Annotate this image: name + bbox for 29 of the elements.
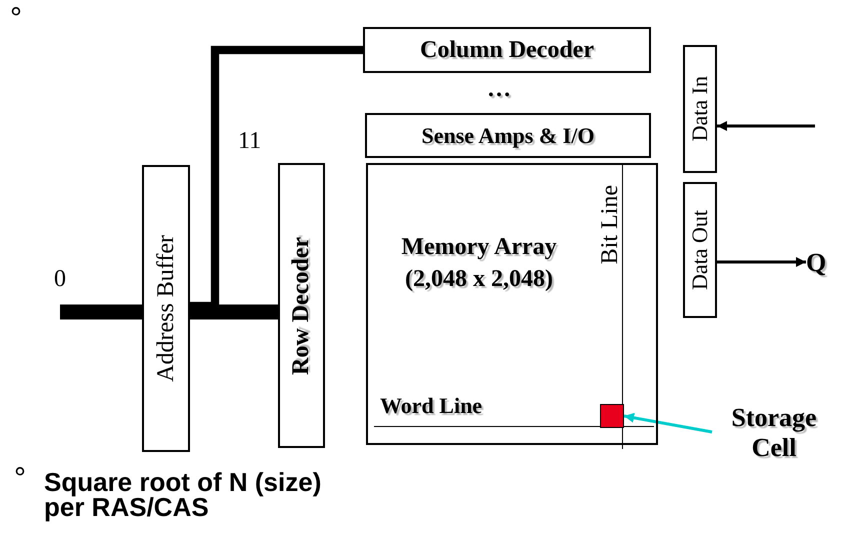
callout-text: Storage Cell: [730, 403, 818, 463]
ellipsis-mark: …: [487, 76, 511, 103]
bullet-mark: °: [14, 462, 26, 496]
line-label: Bit Line: [597, 185, 624, 264]
decoder-box: [363, 27, 651, 73]
box-label: Data In: [687, 76, 713, 142]
output-label: Q: [806, 248, 826, 278]
arrow: [717, 121, 815, 131]
note-text: Square root of N (size) per RAS/CAS: [44, 470, 322, 520]
box-label: Address Buffer: [152, 235, 180, 382]
buffer-box: [142, 165, 190, 452]
array-label: Memory Array (2,048 x 2,048): [400, 233, 558, 294]
bullet-mark: °: [10, 2, 22, 36]
box-label: Row Decoder: [288, 236, 315, 374]
arrow: [717, 257, 806, 267]
box-label: Sense Amps & I/O: [422, 122, 594, 148]
bus-label: 0: [54, 266, 66, 293]
box-label: Column Decoder: [420, 36, 594, 64]
storage-cell-square: [600, 404, 624, 428]
box-label: Data Out: [687, 210, 713, 290]
line-label: Word Line: [380, 393, 482, 419]
data-out-box: [683, 182, 717, 318]
data-in-box: [683, 45, 717, 173]
decoder-box: [278, 163, 325, 448]
bus-width-label: 11: [238, 128, 262, 155]
bus-line: [60, 304, 142, 320]
bus-line: [190, 304, 278, 320]
sense-amp-box: [365, 113, 651, 158]
leader-line: [624, 412, 712, 434]
